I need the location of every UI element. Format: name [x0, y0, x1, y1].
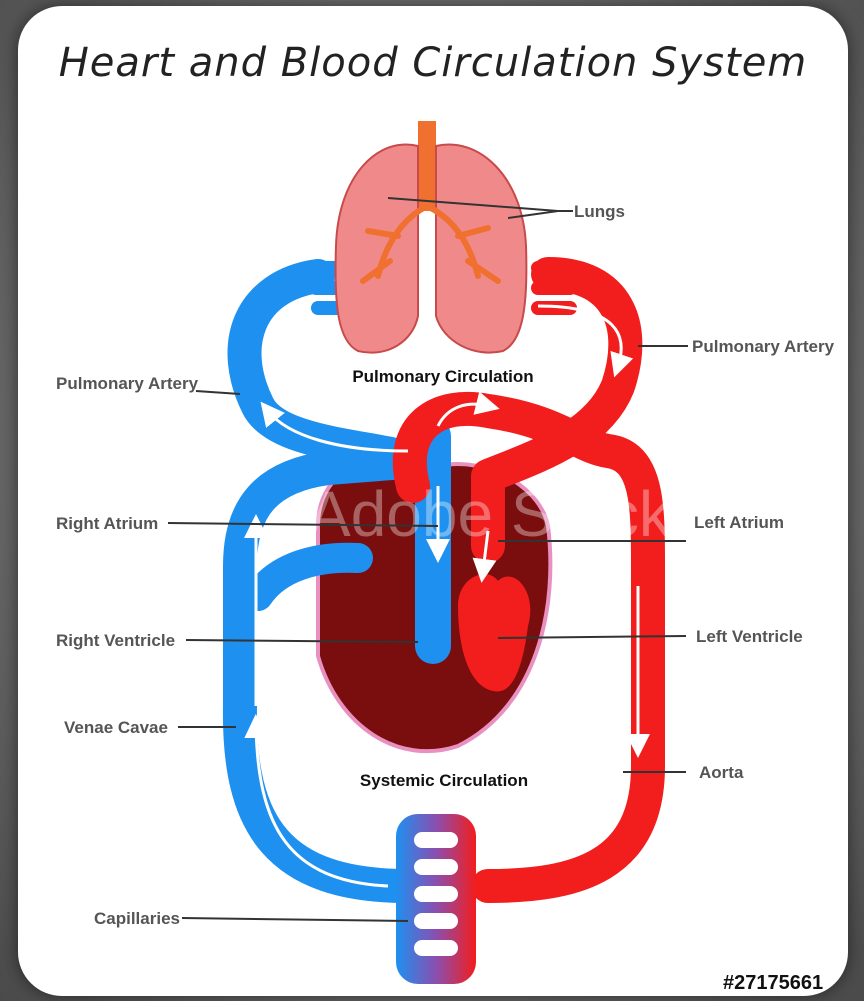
label-pulmonary-artery-right: Pulmonary Artery	[692, 337, 835, 356]
label-pulmonary-artery-left: Pulmonary Artery	[56, 374, 199, 393]
label-systemic-circulation: Systemic Circulation	[360, 771, 528, 790]
diagram-title: Heart and Blood Circulation System	[59, 40, 808, 86]
label-right-atrium: Right Atrium	[56, 514, 158, 533]
label-venae-cavae: Venae Cavae	[64, 718, 168, 737]
diagram-card: Heart and Blood Circulation System	[18, 6, 848, 996]
label-aorta: Aorta	[699, 763, 744, 782]
capillaries-bed	[396, 814, 476, 984]
label-lungs: Lungs	[574, 202, 625, 221]
label-left-atrium: Left Atrium	[694, 513, 784, 532]
stock-id: #27175661	[723, 972, 823, 994]
watermark-text: Adobe Stock	[308, 478, 672, 550]
label-capillaries: Capillaries	[94, 909, 180, 928]
label-pulmonary-circulation: Pulmonary Circulation	[352, 367, 533, 386]
lungs-organ	[336, 121, 527, 353]
label-right-ventricle: Right Ventricle	[56, 631, 175, 650]
label-left-ventricle: Left Ventricle	[696, 627, 803, 646]
circulation-diagram: Heart and Blood Circulation System	[18, 6, 848, 996]
